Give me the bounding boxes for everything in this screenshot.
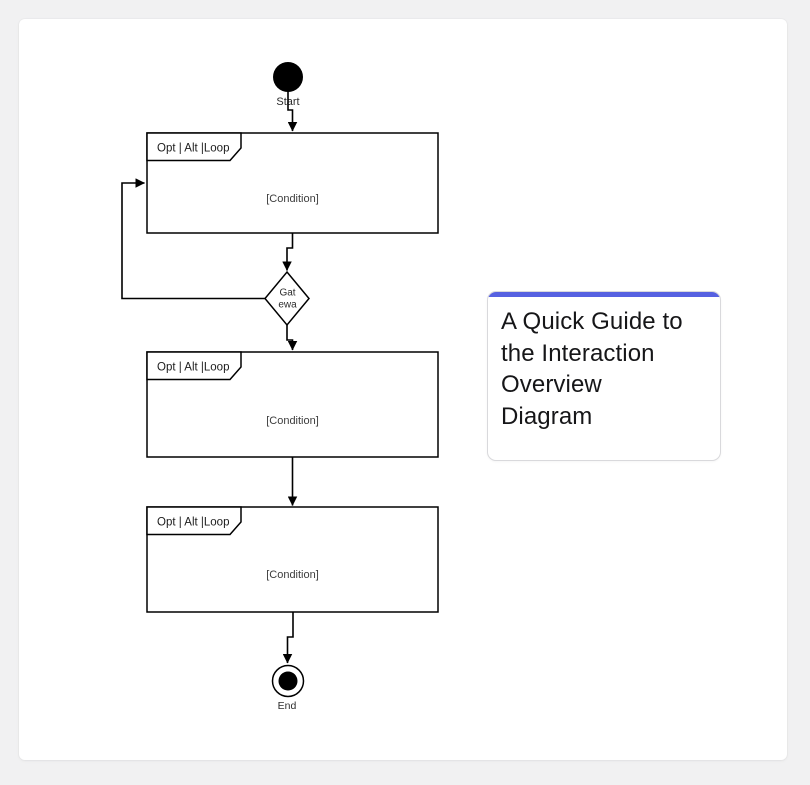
note-card-accent-bar xyxy=(488,292,720,297)
frame-3-condition-label: [Condition] xyxy=(266,569,319,581)
note-title-line-1: A Quick Guide to xyxy=(501,308,683,335)
connector-frame3-to-end xyxy=(282,612,294,664)
frame-opt-alt-loop-3: Opt | Alt |Loop [Condition] xyxy=(146,506,439,613)
connector-gateway-loopback-to-frame1 xyxy=(121,178,265,300)
frame-1-body xyxy=(146,132,439,234)
frame-2-condition-label: [Condition] xyxy=(266,415,319,427)
frame-2-tab-label: Opt | Alt |Loop xyxy=(157,362,229,374)
frame-1-tab xyxy=(146,132,242,162)
gateway-node: Gat ewa xyxy=(264,270,310,327)
frame-opt-alt-loop-1: Opt | Alt |Loop [Condition] xyxy=(146,132,439,234)
connector-start-to-frame1 xyxy=(287,91,298,132)
note-title-line-4: Diagram xyxy=(501,402,593,430)
frame-2-tab xyxy=(146,351,242,381)
note-card: A Quick Guide to the Interaction Overvie… xyxy=(487,291,721,461)
start-node: Start xyxy=(273,62,303,108)
frame-opt-alt-loop-2: Opt | Alt |Loop [Condition] xyxy=(146,351,439,458)
frame-1-tab-label: Opt | Alt |Loop xyxy=(157,143,229,155)
frame-3-tab-label: Opt | Alt |Loop xyxy=(157,517,229,529)
note-card-title: A Quick Guide to the Interaction Overvie… xyxy=(488,297,720,441)
note-title-line-2: the Interaction xyxy=(501,339,655,367)
connector-gateway-to-frame2 xyxy=(286,325,298,351)
frame-1-condition-label: [Condition] xyxy=(266,193,319,205)
gateway-label-line1: Gat xyxy=(279,288,295,299)
frame-3-tab xyxy=(146,506,242,536)
gateway-label-line2: ewa xyxy=(278,300,297,311)
end-label: End xyxy=(278,700,297,712)
start-circle xyxy=(273,62,303,92)
connector-frame1-to-gateway xyxy=(282,233,294,271)
gateway-diamond xyxy=(264,270,310,327)
end-node: End xyxy=(271,664,305,712)
note-title-line-3: Overview xyxy=(501,371,602,398)
end-inner-circle xyxy=(278,671,298,691)
